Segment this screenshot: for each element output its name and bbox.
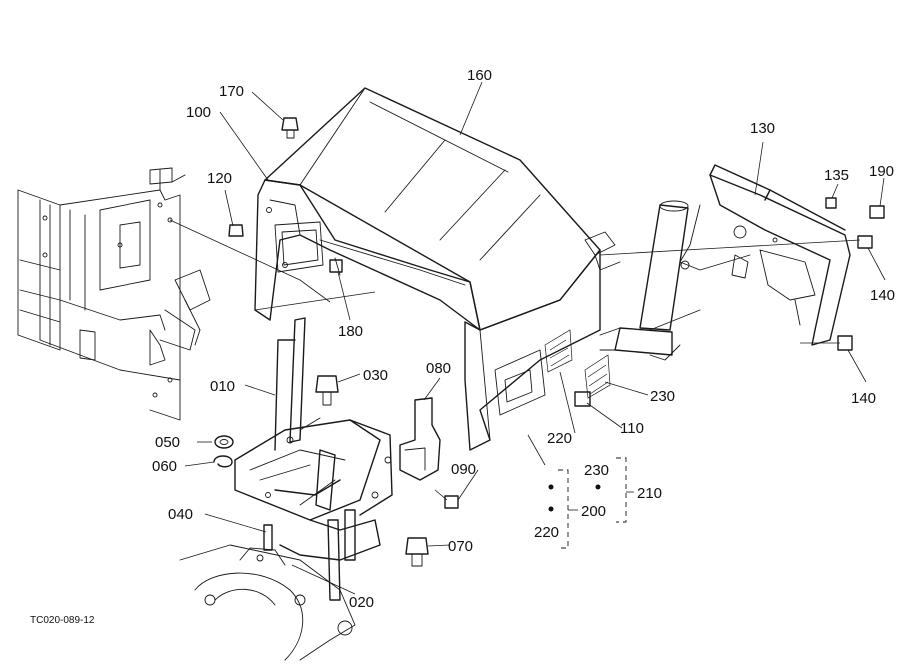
reference-lines <box>169 219 861 501</box>
hood-cover-assembly <box>254 87 621 451</box>
bracket-130 <box>649 164 851 346</box>
callout-labels: 170 160 100 120 180 130 135 190 140 140 … <box>152 67 895 611</box>
callout-220-group: 220 <box>534 524 559 541</box>
tractor-frame-background <box>17 167 211 421</box>
hardware <box>213 117 885 567</box>
callout-140-lower: 140 <box>851 390 876 407</box>
callout-220-upper: 220 <box>547 430 572 447</box>
callout-230-group: 230 <box>584 462 609 479</box>
callout-080: 080 <box>426 360 451 377</box>
callout-010: 010 <box>210 378 235 395</box>
callout-135: 135 <box>824 167 849 184</box>
callout-040: 040 <box>168 506 193 523</box>
callout-100: 100 <box>186 104 211 121</box>
callout-200: 200 <box>581 503 606 520</box>
steering-column <box>599 200 689 361</box>
callout-020: 020 <box>349 594 374 611</box>
callout-210: 210 <box>637 485 662 502</box>
lower-bracket-assembly <box>234 317 393 601</box>
callout-110: 110 <box>620 420 644 437</box>
callout-090: 090 <box>451 461 476 478</box>
engine-casting-background <box>179 544 356 661</box>
decal-group-brackets <box>548 457 634 549</box>
callout-050: 050 <box>155 434 180 451</box>
callout-leaders <box>184 81 886 595</box>
callout-230-upper: 230 <box>650 388 675 405</box>
callout-160: 160 <box>467 67 492 84</box>
callout-190: 190 <box>869 163 894 180</box>
callout-180: 180 <box>338 323 363 340</box>
callout-140-upper: 140 <box>870 287 895 304</box>
callout-060: 060 <box>152 458 177 475</box>
callout-030: 030 <box>363 367 388 384</box>
drawing-reference-code: TC020-089-12 <box>30 615 95 626</box>
callout-070: 070 <box>448 538 473 555</box>
callout-130: 130 <box>750 120 775 137</box>
callout-120: 120 <box>207 170 232 187</box>
callout-170: 170 <box>219 83 244 100</box>
